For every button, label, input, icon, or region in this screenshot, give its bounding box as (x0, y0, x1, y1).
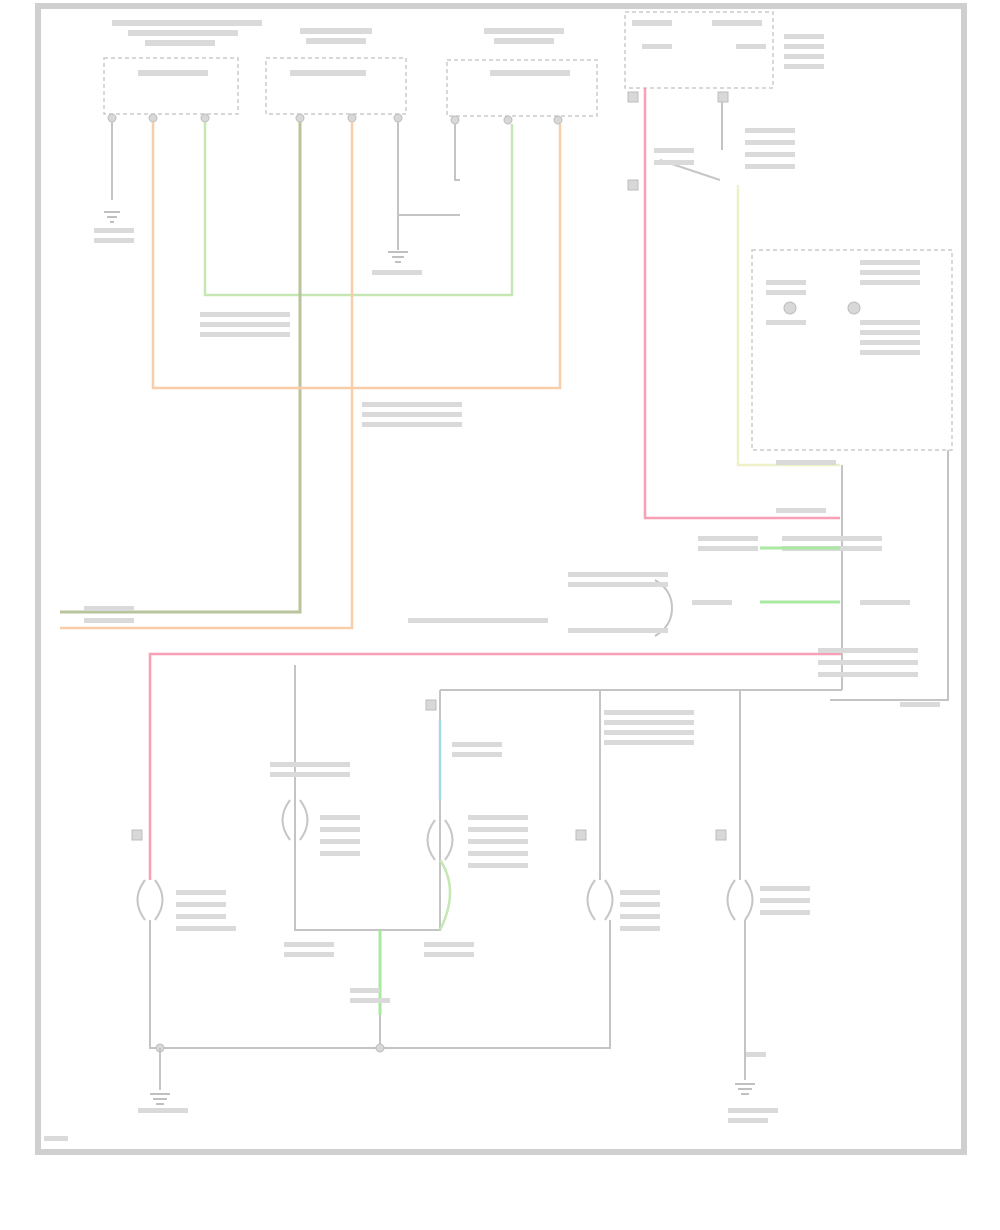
switch-icon (726, 879, 754, 921)
ground-icon (735, 1083, 755, 1095)
component-box-center (265, 28, 407, 115)
component-box-left (103, 20, 262, 115)
ground-icon (388, 251, 408, 263)
diagram-frame (35, 3, 967, 1155)
switch-icon (136, 879, 164, 921)
wire-red-main (148, 652, 842, 880)
module-right (751, 249, 953, 451)
ground-icon (104, 211, 120, 223)
connector-pins-top (107, 91, 729, 191)
wire-green-bus (203, 122, 514, 297)
switch-icon (426, 819, 454, 861)
component-box-top-right (624, 11, 824, 89)
wire-red-right (643, 88, 840, 520)
switch-icon (586, 879, 614, 921)
component-box-right (446, 28, 598, 117)
connector-pins-bottom (131, 699, 727, 841)
wire-orange-main (60, 122, 354, 630)
wire-olive-main (60, 122, 302, 614)
switch-icon (281, 799, 309, 841)
wire-orange-bus (151, 122, 562, 390)
ground-icon (150, 1093, 170, 1105)
wire-ground-center (397, 122, 460, 216)
page-ref-mark (44, 1136, 68, 1141)
